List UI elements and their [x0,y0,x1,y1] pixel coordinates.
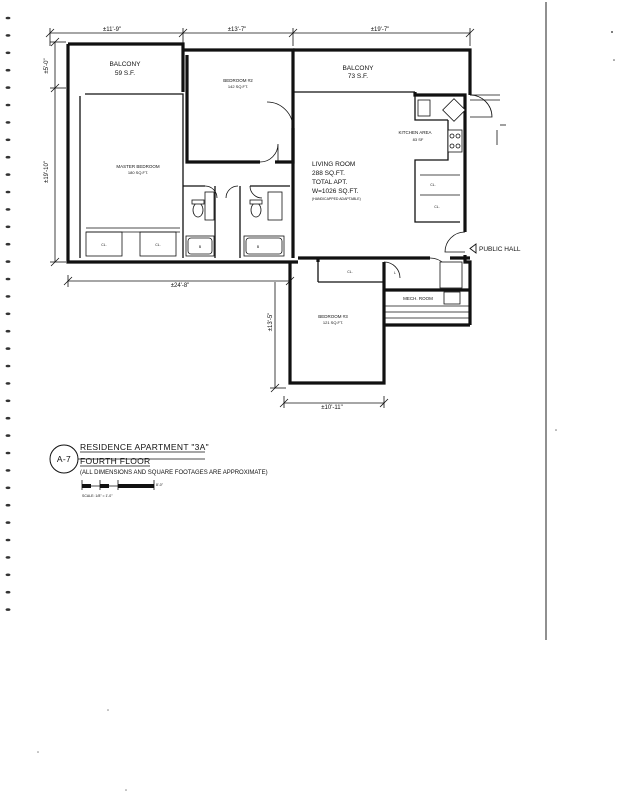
balcony-left-label: BALCONY [109,61,141,68]
punch-mark [5,364,11,368]
punch-mark [5,503,11,507]
bedroom-2-label: BEDROOM #2 [223,78,253,83]
punch-mark [5,260,11,263]
closet-label-4: CL. [430,183,435,187]
master-bedroom-label: MASTER BEDROOM [116,164,160,169]
exterior-walls [66,42,472,385]
punch-mark [5,173,11,176]
punch-mark [5,51,11,55]
balcony-right-area: 73 S.F. [348,73,368,80]
punch-mark [5,538,11,542]
interior-walls [79,93,470,319]
mech-room-label: MECH. ROOM [403,296,433,301]
punch-mark [5,190,11,194]
drawing-subtitle: FOURTH FLOOR [80,456,151,466]
binder-punch-marks [5,16,11,611]
punch-mark [5,225,11,229]
graphic-scale [81,480,155,490]
kitchen-label: KITCHEN AREA [398,130,431,135]
kitchen-area: 83 SF [413,137,424,142]
closet-label-3: CL. [347,270,352,274]
punch-mark [5,277,11,281]
punch-mark [5,312,11,316]
entry-arrow-icon [469,243,477,254]
public-hall-label: PUBLIC HALL [479,246,521,253]
closet-label-2: CL. [155,243,160,247]
dimension-lines [45,28,475,408]
punch-mark [5,121,11,124]
punch-mark [5,399,11,403]
punch-mark [5,242,11,246]
bath-label-1: B [199,245,202,249]
dim-top-mid: ±13'-7" [228,27,247,33]
scan-specks [37,31,615,791]
drawing-title: RESIDENCE APARTMENT "3A" [80,442,209,452]
closet-label-5: CL. [434,205,439,209]
punch-mark [5,347,11,350]
punch-mark [5,68,11,72]
drawing-note: (ALL DIMENSIONS AND SQUARE FOOTAGES ARE … [80,470,268,476]
title-block [49,444,205,474]
dim-bottom-bedroom3: ±10'-11" [321,405,342,411]
living-room-area: 288 SQ.FT. [312,170,345,177]
scale-end-label: 8'-0" [156,483,164,487]
sheet-number: A-7 [57,454,71,464]
bath-fixtures [185,98,466,305]
dim-left-main: ±19'-10" [44,161,50,183]
punch-mark [5,16,11,20]
bedroom-3-area: 121 SQ.FT. [323,320,343,325]
bath-label-2: B [257,245,260,249]
living-room-total-area: W=1026 SQ.FT. [312,188,359,195]
punch-mark [5,103,11,107]
punch-mark [5,138,11,142]
dim-top-left: ±11'-9" [103,27,121,33]
punch-mark [5,608,11,611]
living-room-label: LIVING ROOM [312,161,355,168]
punch-mark [5,208,11,211]
dim-bottom-left: ±24'-8" [171,283,190,289]
closet-label-1: CL. [101,243,106,247]
bedroom-3-label: BEDROOM #3 [318,314,348,319]
punch-mark [5,382,11,385]
dim-left-top: ±5'-0" [44,58,50,73]
punch-mark [5,469,11,472]
punch-mark [5,590,11,594]
master-bedroom-area: 180 SQ.FT. [128,170,148,175]
exterior-entry [470,94,506,145]
balcony-left-area: 59 S.F. [115,70,135,77]
punch-mark [5,486,11,490]
punch-mark [5,86,11,89]
dim-top-right: ±19'-7" [371,27,390,33]
punch-mark [5,416,11,420]
punch-mark [5,556,11,559]
punch-mark [5,34,11,37]
punch-mark [5,573,11,577]
dim-bedroom3-side: ±13'-5" [268,313,274,332]
bedroom-2-area: 142 SQ.FT. [228,84,248,89]
living-room-note: (HANDICAPPED ADAPTABLE) [312,197,361,201]
punch-mark [5,451,11,455]
punch-mark [5,155,11,159]
punch-mark [5,434,11,437]
punch-mark [5,521,11,524]
punch-mark [5,295,11,298]
living-room-total: TOTAL APT. [312,179,347,186]
balcony-right-label: BALCONY [342,65,374,72]
scale-label: SCALE: 1/8" = 1'-0" [82,494,113,498]
linen-label: L [394,271,396,275]
punch-mark [5,329,11,333]
